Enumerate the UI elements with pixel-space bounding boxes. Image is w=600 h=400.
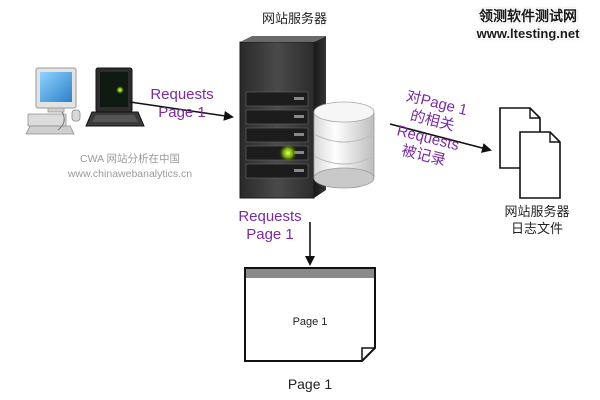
watermark-url: www.ltesting.net xyxy=(476,26,580,41)
log-files-icon xyxy=(499,107,561,199)
request-label-left-line2: Page 1 xyxy=(158,104,206,121)
desktop-computer-icon xyxy=(25,67,81,135)
request-arrow-right xyxy=(129,101,234,121)
laptop-icon xyxy=(85,67,145,127)
request-label-left-line1: Requests xyxy=(150,86,214,103)
log-files-line1: 网站服务器 xyxy=(504,205,570,220)
page-document xyxy=(244,267,376,362)
request-label-left: Requests Page 1 xyxy=(142,86,222,122)
page-inner-label: Page 1 xyxy=(292,316,328,328)
request-label-down: Requests Page 1 xyxy=(232,208,308,244)
log-arrow xyxy=(389,123,492,153)
cwa-credit-line1: CWA 网站分析在中国 xyxy=(80,153,180,165)
request-label-down-line1: Requests xyxy=(238,208,302,225)
server-title: 网站服务器 xyxy=(262,12,328,27)
request-label-down-line2: Page 1 xyxy=(246,226,294,243)
page-caption: Page 1 xyxy=(287,376,333,392)
cwa-credit-line2: www.chinawebanalytics.cn xyxy=(67,168,193,180)
server-icon xyxy=(239,36,326,199)
database-icon xyxy=(313,101,375,189)
log-files-label: 网站服务器 日志文件 xyxy=(492,204,582,238)
log-files-line2: 日志文件 xyxy=(510,222,563,237)
watermark-title: 领测软件测试网 xyxy=(479,9,577,25)
cwa-credit: CWA 网站分析在中国 www.chinawebanalytics.cn xyxy=(40,152,220,182)
